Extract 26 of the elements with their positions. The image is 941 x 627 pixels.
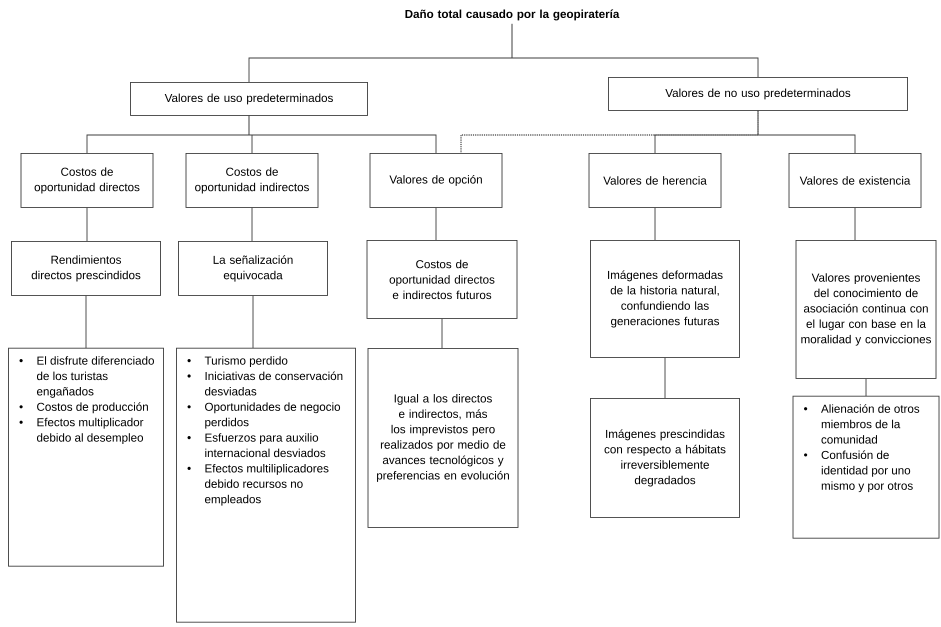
category-box: Valores de no uso predeterminados [608, 77, 908, 111]
connector-line [664, 357, 666, 398]
category-box: Valores provenientes del conocimiento de asociación continua con el lugar con base en la moralidad y convicciones [796, 240, 936, 379]
connector-line [854, 207, 856, 240]
connector-line [248, 115, 436, 154]
connector-line [86, 207, 88, 242]
category-box: Costos de oportunidad indirectos [186, 153, 318, 208]
title-text: Daño total causado por la geopiratería [405, 9, 620, 20]
category-box: Costos de oportunidad directos [20, 153, 154, 208]
bullet-list-box: El disfrute diferenciado de los turistas engañados Costos de producción Efectos multiplicador debido al desempleo [8, 348, 164, 567]
bullet-list-box: Turismo perdido Iniciativas de conservación desviadas Oportunidades de negocio perdidos Esfuerzos para auxilio internacional desviados Efectos multiliplicadores debido recursos no empleados [176, 348, 356, 623]
category-box: La señalización equivocada [178, 241, 328, 296]
connector-line [654, 207, 656, 240]
category-box: Valores de herencia [588, 153, 722, 208]
category-box: Igual a los directos e indirectos, más los imprevistos pero realizados por medio de avances tecnológicos y preferencias en evolución [368, 348, 518, 528]
connector-line [512, 23, 758, 78]
connector-line [252, 295, 254, 348]
category-box: Rendimientos directos prescindidos [11, 241, 161, 296]
category-box: Valores de uso predeterminados [130, 82, 368, 116]
category-box: Costos de oportunidad directos e indirectos futuros [366, 240, 518, 319]
category-box: Valores de existencia [788, 153, 922, 208]
category-box: Imágenes prescindidas con respecto a hábitats irreversiblemente degradados [590, 398, 740, 518]
category-box: Imágenes deformadas de la historia natural, confundiendo las generaciones futuras [590, 240, 740, 358]
connector-line [758, 110, 856, 154]
category-box: Valores de opción [370, 153, 502, 208]
bullet-list-box: Alienación de otros miembros de la comunidad Confusión de identidad por uno mismo y por otros [792, 396, 940, 539]
